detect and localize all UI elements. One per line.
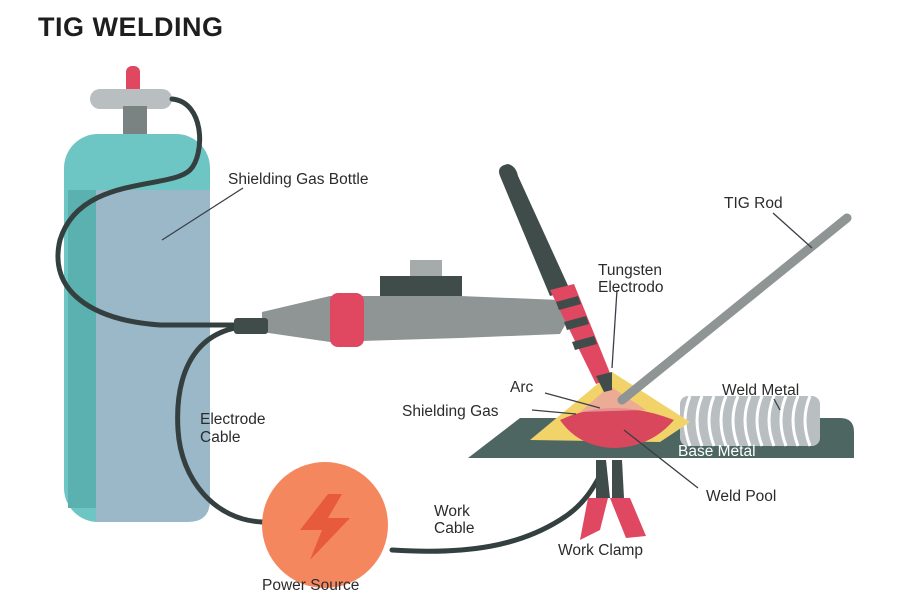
leader-tungsten bbox=[611, 289, 618, 369]
label-tig-rod: TIG Rod bbox=[724, 195, 783, 212]
torch-handle-body bbox=[262, 296, 570, 342]
leader-tig-rod bbox=[772, 212, 813, 249]
valve-knob bbox=[126, 66, 140, 94]
label-base-metal: Base Metal bbox=[678, 443, 756, 460]
bottle-highlight bbox=[68, 190, 96, 508]
label-weld-pool: Weld Pool bbox=[706, 488, 776, 505]
work-clamp bbox=[580, 460, 646, 540]
label-work-cable-line1: Work bbox=[434, 503, 470, 520]
leader-shielding-gas-bottle bbox=[161, 187, 244, 241]
leader-shielding-gas bbox=[531, 409, 577, 415]
weld-pool-shape bbox=[560, 408, 674, 448]
torch-red-band bbox=[330, 293, 364, 347]
work-cable bbox=[389, 467, 606, 554]
bottle-panel bbox=[96, 190, 210, 522]
torch-button bbox=[380, 276, 462, 298]
label-electrode-cable-line1: Electrode bbox=[200, 411, 265, 428]
torch-hose-assembly bbox=[234, 260, 570, 347]
tungsten-tip bbox=[596, 372, 612, 392]
power-source bbox=[262, 462, 388, 588]
label-electrode-cable-line2: Cable bbox=[200, 429, 241, 446]
tig-rod bbox=[617, 213, 852, 405]
valve-head bbox=[90, 89, 172, 109]
label-tungsten-line1: Tungsten bbox=[598, 262, 662, 279]
label-weld-metal: Weld Metal bbox=[722, 382, 799, 399]
label-shielding-gas-bottle: Shielding Gas Bottle bbox=[228, 171, 368, 188]
diagram-title: TIG WELDING bbox=[38, 12, 223, 42]
torch-neck bbox=[499, 164, 570, 296]
label-arc: Arc bbox=[510, 379, 534, 396]
leader-weld-pool bbox=[623, 429, 699, 489]
arc-shape bbox=[580, 386, 646, 412]
torch-button-cap bbox=[410, 260, 442, 280]
torch-nozzle bbox=[550, 284, 612, 384]
clamp-handle-right bbox=[610, 498, 646, 538]
bottle-neck bbox=[123, 106, 147, 136]
hose-connector bbox=[234, 318, 268, 334]
leader-arc bbox=[544, 392, 601, 409]
label-power-source: Power Source bbox=[262, 577, 359, 594]
gas-hose bbox=[55, 96, 241, 328]
label-work-clamp: Work Clamp bbox=[558, 542, 643, 559]
torch-head bbox=[499, 164, 612, 392]
electrode-cable bbox=[175, 324, 265, 525]
label-tungsten-line2: Electrodo bbox=[598, 279, 663, 296]
weld-metal-bead bbox=[680, 395, 820, 447]
label-work-cable-line2: Cable bbox=[434, 520, 475, 537]
label-shielding-gas: Shielding Gas bbox=[402, 403, 499, 420]
lightning-bolt-icon bbox=[300, 494, 350, 560]
leader-weld-metal bbox=[773, 398, 781, 411]
clamp-handle-left bbox=[580, 498, 608, 540]
shielding-gas-bottle bbox=[64, 66, 210, 522]
